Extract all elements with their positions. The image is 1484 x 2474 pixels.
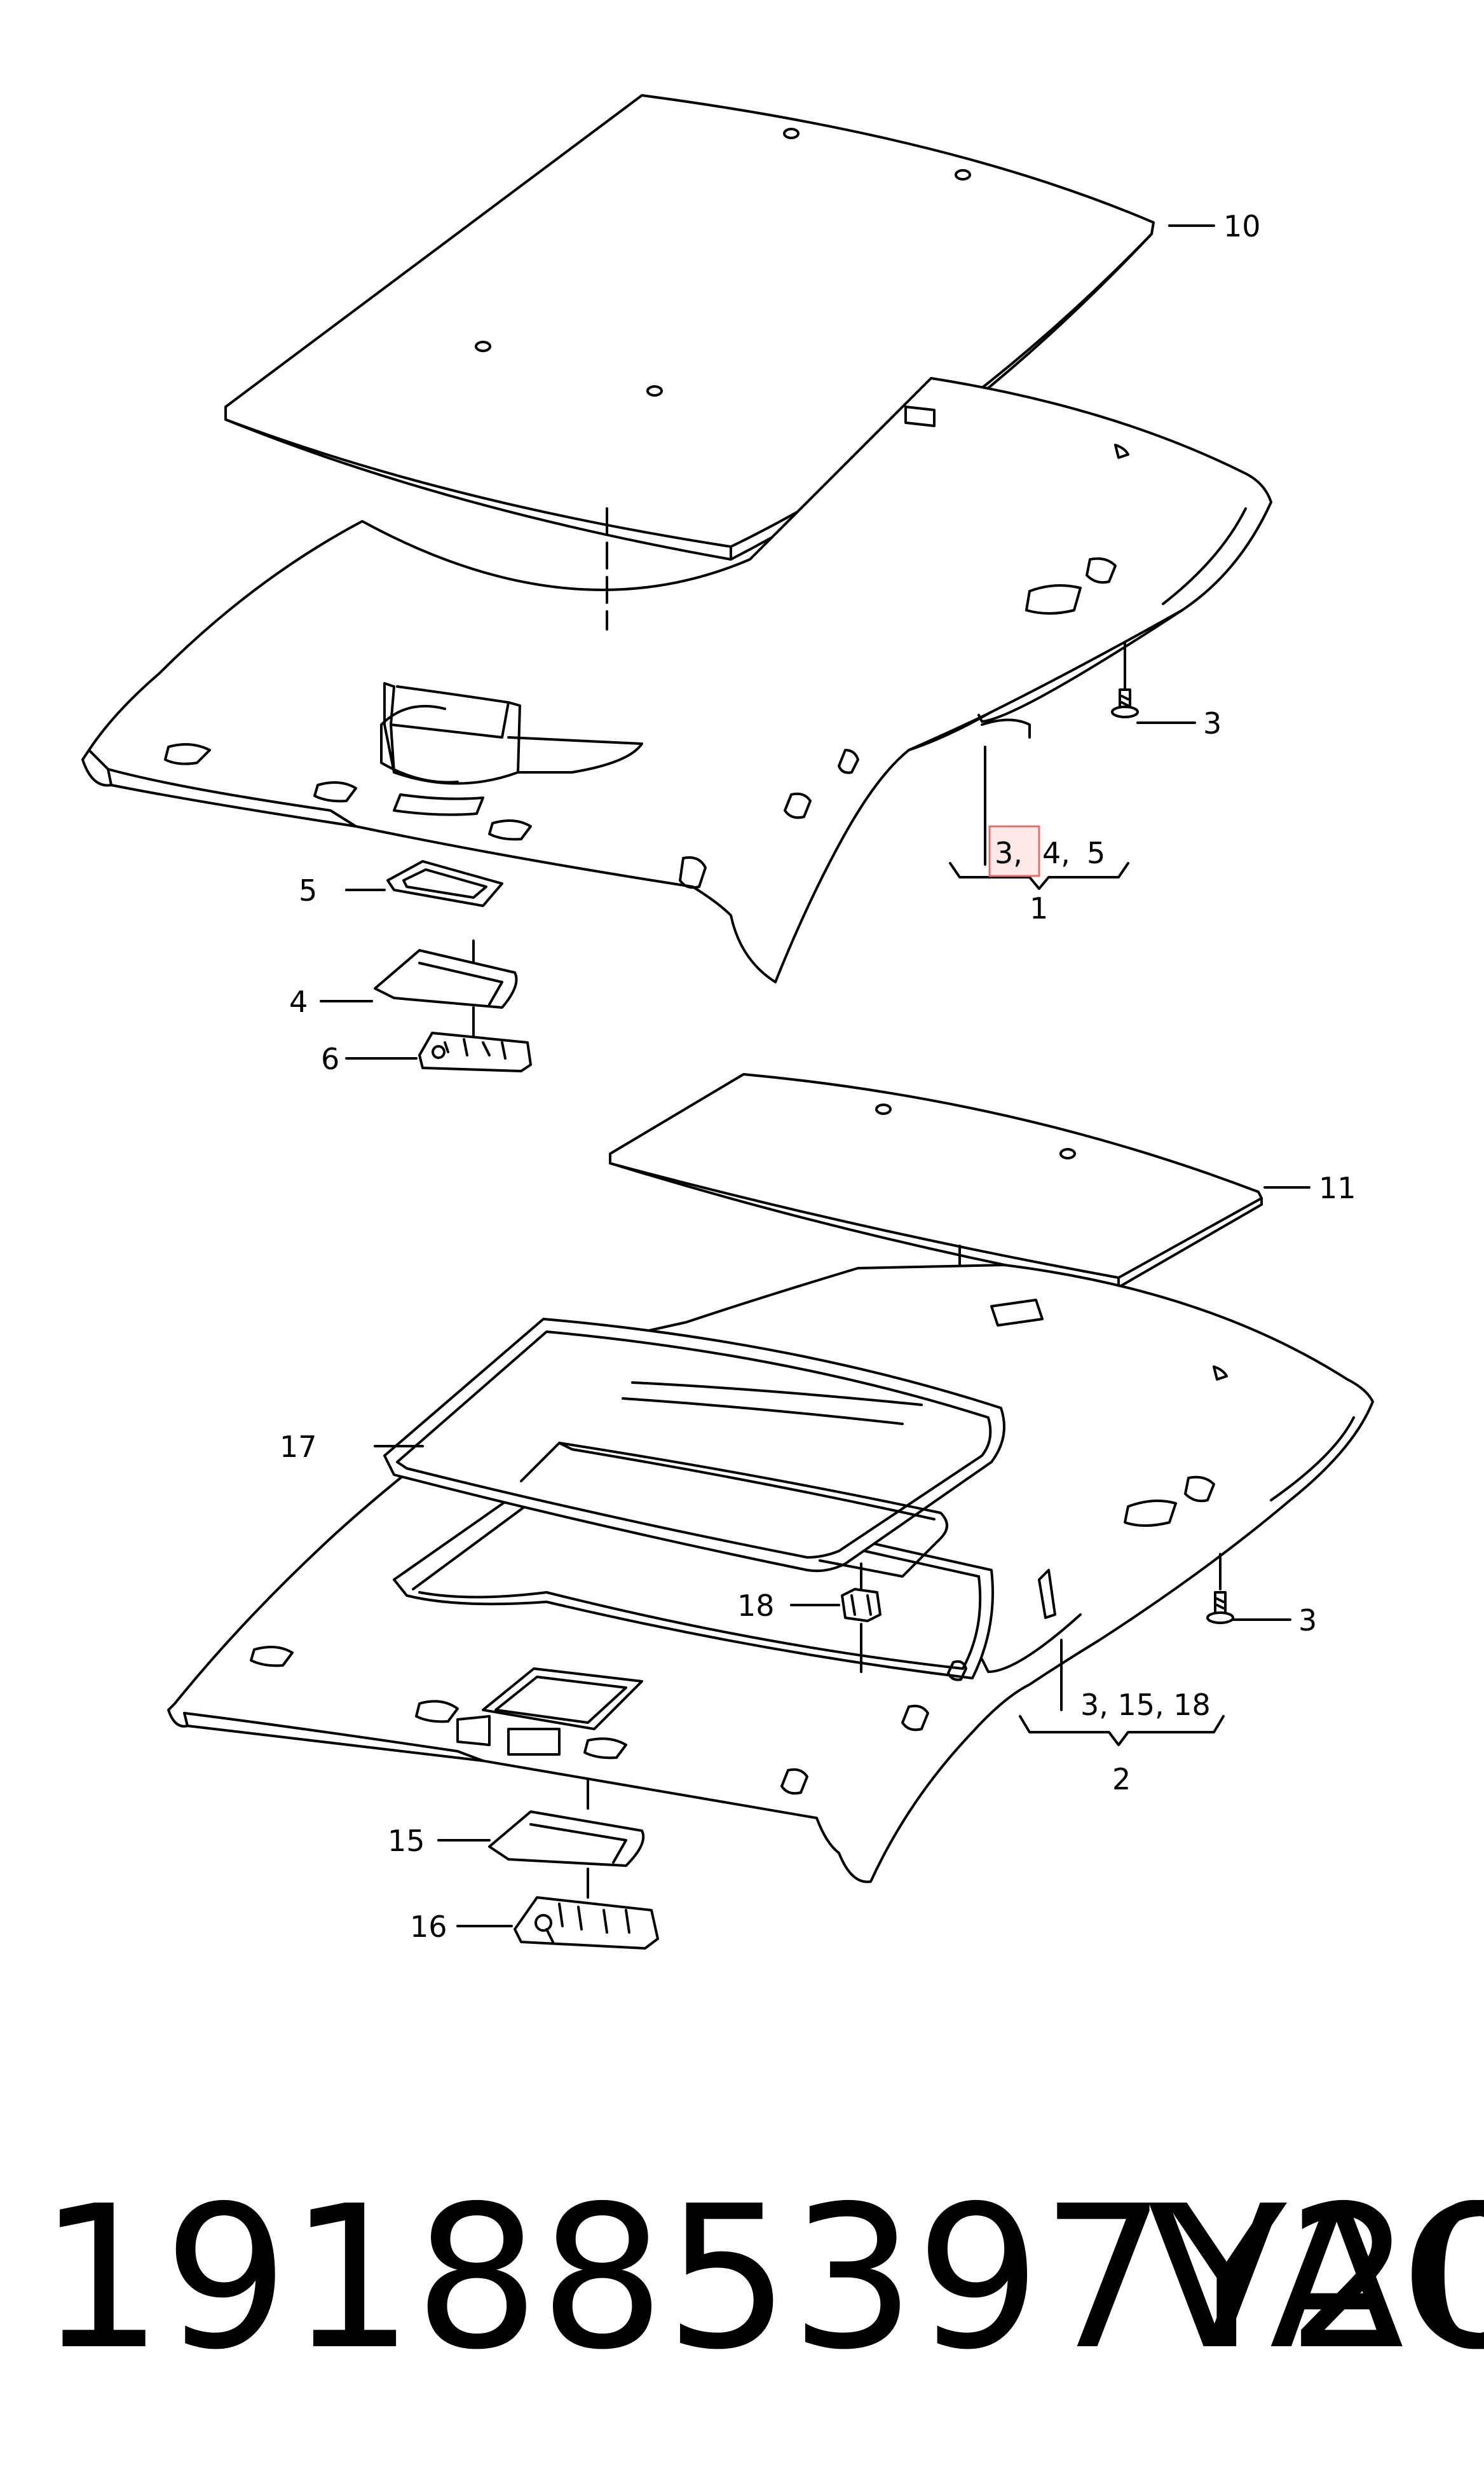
group-label-item-3: 3, [995, 836, 1023, 870]
group-label-parent-2: 2 [1112, 1762, 1131, 1796]
headliner-1 [81, 377, 1272, 983]
callout-17: 17 [280, 1430, 317, 1464]
callout-3-lower: 3 [1298, 1603, 1317, 1637]
callout-4: 4 [289, 985, 308, 1019]
screw-3-lower [1206, 1591, 1234, 1624]
sunroof-frame-17 [383, 1318, 1005, 1573]
callout-16: 16 [410, 1910, 447, 1944]
lamp-lens-15 [488, 1810, 645, 1867]
part-number: 191885397Y20 [38, 2164, 1484, 2393]
lamp-base-6 [418, 1032, 532, 1072]
group-label-item-5: 5 [1087, 836, 1105, 870]
callout-11: 11 [1319, 1171, 1356, 1205]
group-label-item-4: 4, [1042, 836, 1070, 870]
brand-name: VAG [1147, 2164, 1484, 2393]
screw-3-upper [1111, 688, 1139, 718]
insulation-pad-11 [609, 1073, 1263, 1279]
clip-18 [841, 1588, 882, 1622]
highlight-box [988, 825, 1040, 877]
callout-5: 5 [299, 873, 317, 908]
callout-3-upper: 3 [1203, 706, 1222, 741]
callout-10: 10 [1223, 209, 1261, 243]
lamp-lens-4 [374, 949, 518, 1009]
group-label-parent-1: 1 [1030, 891, 1048, 926]
callout-6: 6 [321, 1042, 339, 1076]
callout-15: 15 [388, 1824, 425, 1858]
lamp-frame-5 [386, 860, 503, 907]
callout-18: 18 [737, 1589, 775, 1623]
group-label-lower: 3, 15, 18 [1080, 1688, 1211, 1722]
